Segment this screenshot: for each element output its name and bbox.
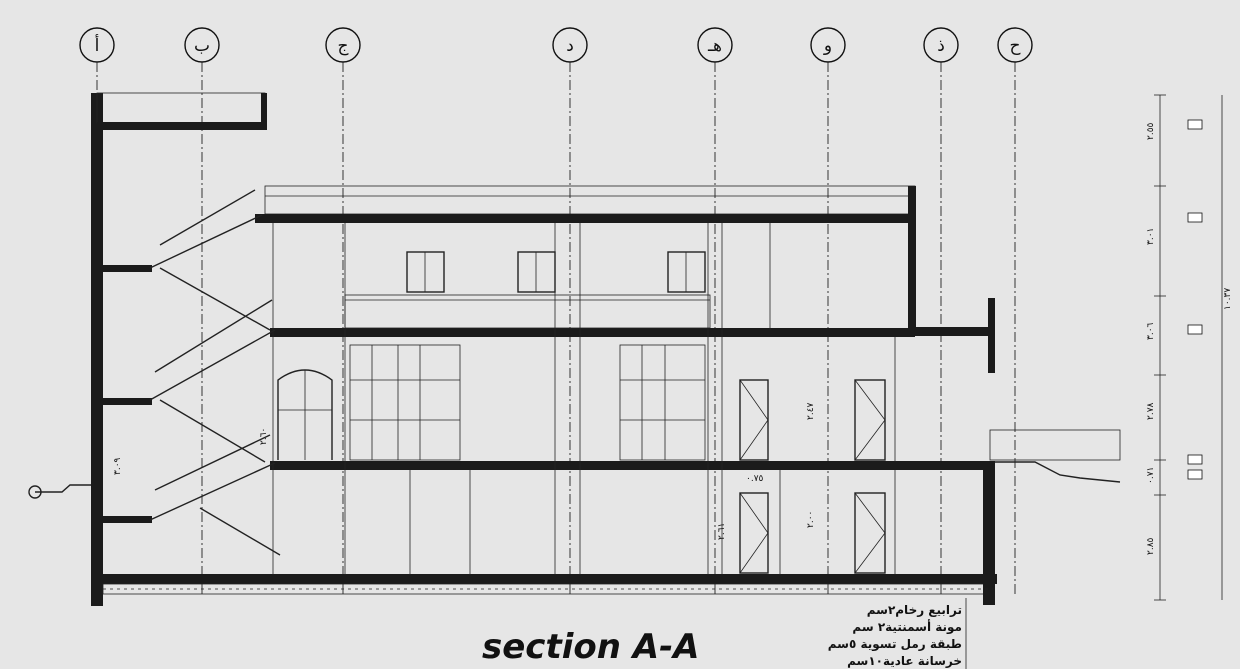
axis-bubble-7: ذ — [923, 27, 959, 63]
door-height-3: ٢.٦١ — [717, 523, 727, 540]
axis-label-5: هـ — [707, 36, 722, 56]
layer-1: ترابيع رخام٢سم — [867, 603, 962, 618]
axis-label-3: ج — [338, 36, 349, 56]
building-section — [28, 92, 1121, 606]
dim-5: ٠.٧١ — [1146, 467, 1156, 484]
dim-1: ٢.٥٥ — [1146, 122, 1156, 140]
axis-bubble-5: هـ — [697, 27, 733, 63]
inner-dimensions: ٢.٤٧ ٢.٠٠ ٢.٦١ ٠.٧٥ ٣.٠٩ ٢.٦٠ — [113, 402, 816, 540]
dim-6: ٢.٨٥ — [1146, 537, 1156, 555]
stair-landing: ٢.٦٠ — [259, 428, 269, 445]
dim-2: ٣.٠١ — [1146, 228, 1156, 245]
axis-label-1: أ — [95, 34, 100, 56]
axis-bubble-2: ب — [184, 27, 220, 63]
axis-label-7: ذ — [937, 36, 945, 56]
window-width: ٠.٧٥ — [746, 474, 764, 484]
dim-4: ٢.٧٨ — [1146, 402, 1156, 420]
vertical-dimensions: ٢.٥٥ ٣.٠١ ٣.٠٦ ٢.٧٨ ٠.٧١ ٢.٨٥ ١٠.٣٧ — [1146, 94, 1233, 601]
floor-layers-legend: ترابيع رخام٢سم مونة أسمنتية٢ سم طبقة رمل… — [828, 598, 967, 669]
door-height-1: ٢.٤٧ — [806, 402, 816, 420]
left-wall — [91, 93, 103, 605]
axis-label-6: و — [823, 36, 832, 56]
door-height-2: ٢.٠٠ — [806, 511, 816, 528]
axis-label-8: ح — [1010, 36, 1021, 56]
dim-3: ٣.٠٦ — [1146, 322, 1156, 340]
stair-height: ٣.٠٩ — [113, 457, 123, 475]
axis-label-2: ب — [194, 36, 210, 56]
axis-bubbles: أ ب ج د هـ و ذ ح — [79, 27, 1033, 63]
axis-label-4: د — [566, 36, 574, 56]
layer-3: طبقة رمل تسوية ٥سم — [828, 637, 962, 652]
section-title: section A-A — [482, 627, 700, 667]
layer-2: مونة أسمنتية٢ سم — [852, 619, 962, 635]
axis-bubble-1: أ — [79, 27, 115, 63]
layer-4: خرسانة عادية١٠سم — [847, 654, 962, 668]
axis-bubble-6: و — [810, 27, 846, 63]
total-height: ١٠.٣٧ — [1223, 288, 1233, 310]
axis-bubble-3: ج — [325, 27, 361, 63]
axis-bubble-8: ح — [997, 27, 1033, 63]
axis-bubble-4: د — [552, 27, 588, 63]
